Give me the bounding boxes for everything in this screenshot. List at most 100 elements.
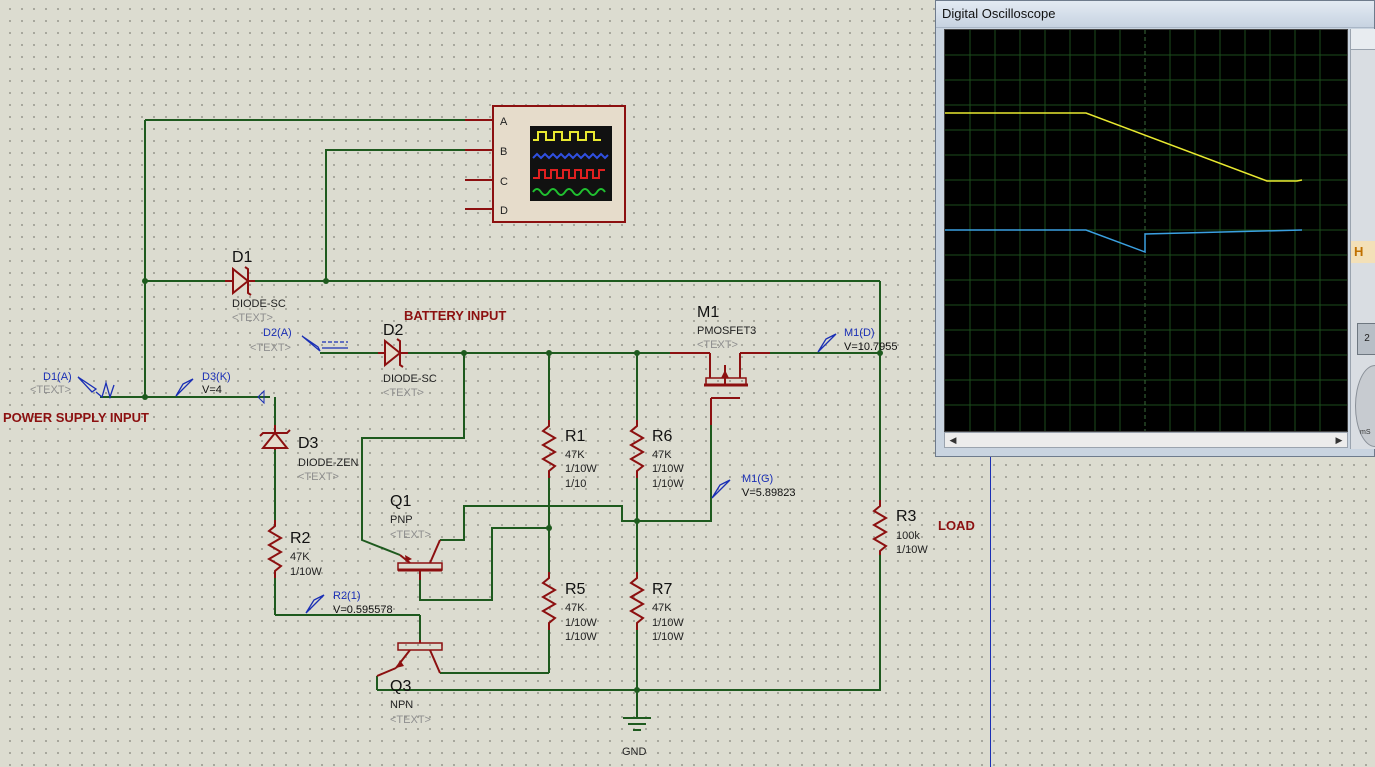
junction-dots (142, 278, 883, 693)
probe-arrow-icon (305, 594, 325, 614)
scroll-right-icon[interactable]: ▶ (1335, 435, 1343, 445)
resistor-r7[interactable]: R7 47K 1/10W 1/10W (652, 581, 684, 643)
scope-ch-c: C (500, 176, 508, 188)
probe-arrow-icon (175, 378, 194, 397)
probe-d3k-name: D3(K) (202, 371, 231, 383)
r7-power: 1/10W (652, 617, 684, 629)
r3-ref: R3 (896, 508, 917, 525)
probe-d1a-name: D1(A) (43, 371, 72, 383)
trace-channel-b (945, 229, 1303, 254)
probe-d2a[interactable]: D2(A) <TEXT> (250, 327, 348, 354)
probe-signal-icon (95, 380, 115, 400)
probe-m1d[interactable]: M1(D) V=10.7955 (817, 327, 898, 353)
r2-value: 47K (290, 551, 310, 563)
net-marker-icon (257, 389, 265, 405)
battery-input-label: BATTERY INPUT (404, 308, 506, 323)
d2-text: <TEXT> (383, 387, 424, 399)
probe-m1g-name: M1(G) (742, 473, 773, 485)
window-title[interactable]: Digital Oscilloscope (936, 1, 1374, 28)
d1-ref: D1 (232, 249, 253, 266)
d3-type: DIODE-ZEN (298, 457, 359, 469)
d1-text: <TEXT> (232, 312, 273, 324)
q3-text: <TEXT> (390, 714, 431, 726)
diode-d2[interactable]: D2 DIODE-SC <TEXT> (378, 322, 437, 399)
r5-value: 47K (565, 602, 585, 614)
transistor-q1[interactable]: Q1 PNP <TEXT> (390, 493, 443, 580)
probe-r21-name: R2(1) (333, 590, 361, 602)
probe-arrow-icon (301, 335, 321, 352)
q1-ref: Q1 (390, 493, 411, 510)
probe-d1a-text: <TEXT> (30, 384, 71, 396)
resistor-r6[interactable]: R6 47K 1/10W 1/10W (652, 428, 684, 490)
power-supply-input-label: POWER SUPPLY INPUT (3, 410, 149, 425)
r3-power: 1/10W (896, 544, 928, 556)
zener-d3[interactable]: D3 DIODE-ZEN <TEXT> (259, 425, 359, 483)
load-label: LOAD (938, 518, 975, 533)
r5-power: 1/10W (565, 617, 597, 629)
r6-ref: R6 (652, 428, 673, 445)
d3-ref: D3 (298, 435, 319, 452)
scope-horizontal-scrollbar[interactable]: ◀ ▶ (944, 432, 1348, 448)
scope-ch-d: D (500, 205, 508, 217)
resistor-r1[interactable]: R1 47K 1/10W 1/10 (565, 428, 597, 490)
r2-ref: R2 (290, 530, 311, 547)
scope-ch-a: A (500, 116, 508, 128)
diode-d1[interactable]: D1 DIODE-SC <TEXT> (225, 249, 286, 324)
gnd-label: GND (622, 746, 647, 758)
r3-value: 100k (896, 530, 920, 542)
oscilloscope-window[interactable]: Digital Oscilloscope (935, 0, 1375, 457)
d3-text: <TEXT> (298, 471, 339, 483)
m1-ref: M1 (697, 304, 719, 321)
d1-type: DIODE-SC (232, 298, 286, 310)
r7-extra: 1/10W (652, 631, 684, 643)
scroll-left-icon[interactable]: ◀ (949, 435, 957, 445)
probe-d3k-value: V=4 (202, 384, 222, 396)
r5-ref: R5 (565, 581, 586, 598)
r1-extra: 1/10 (565, 478, 586, 490)
probe-d3k[interactable]: D3(K) V=4 (175, 371, 231, 397)
probe-r21[interactable]: R2(1) V=0.595578 (305, 590, 393, 616)
probe-arrow-icon (711, 479, 731, 499)
ground-symbol[interactable]: GND (622, 717, 651, 758)
q3-ref: Q3 (390, 678, 411, 695)
probe-arrow-icon (77, 376, 98, 393)
knob-unit-label: mS (1360, 429, 1371, 436)
probe-d1a[interactable]: D1(A) <TEXT> (30, 371, 115, 400)
m1-text: <TEXT> (697, 339, 738, 351)
scope-grid (945, 30, 1347, 431)
panel-header (1351, 29, 1375, 50)
resistor-zigzags (267, 420, 888, 630)
probe-d2a-name: D2(A) (263, 327, 292, 339)
transistor-q3[interactable]: Q3 NPN <TEXT> (376, 640, 443, 726)
probe-arrow-icon (817, 333, 837, 353)
r6-value: 47K (652, 449, 672, 461)
probe-m1g-value: V=5.89823 (742, 487, 796, 499)
probe-m1d-name: M1(D) (844, 327, 875, 339)
r1-power: 1/10W (565, 463, 597, 475)
horizontal-section-label: H (1351, 241, 1375, 263)
r6-power: 1/10W (652, 463, 684, 475)
oscilloscope-symbol[interactable]: A B C D (465, 105, 626, 223)
trace-channel-a (945, 112, 1303, 182)
probe-r21-value: V=0.595578 (333, 604, 393, 616)
probe-m1g[interactable]: M1(G) V=5.89823 (711, 473, 796, 499)
resistor-r2[interactable]: R2 47K 1/10W (290, 530, 322, 578)
q1-type: PNP (390, 514, 413, 526)
probe-m1d-value: V=10.7955 (844, 341, 898, 353)
d2-ref: D2 (383, 322, 404, 339)
r7-ref: R7 (652, 581, 673, 598)
q1-text: <TEXT> (390, 529, 431, 541)
mosfet-m1[interactable]: M1 PMOSFET3 <TEXT> (670, 304, 770, 425)
r6-extra: 1/10W (652, 478, 684, 490)
r7-value: 47K (652, 602, 672, 614)
r5-extra: 1/10W (565, 631, 597, 643)
timebase-knob[interactable]: mS (1355, 365, 1375, 447)
r2-power: 1/10W (290, 566, 322, 578)
scope-screen[interactable] (944, 29, 1348, 432)
q3-type: NPN (390, 699, 413, 711)
scope-control-panel: H 2 mS (1350, 29, 1375, 449)
resistor-r3[interactable]: R3 100k 1/10W (896, 508, 928, 556)
channel-button[interactable]: 2 (1357, 323, 1375, 355)
resistor-r5[interactable]: R5 47K 1/10W 1/10W (565, 581, 597, 643)
